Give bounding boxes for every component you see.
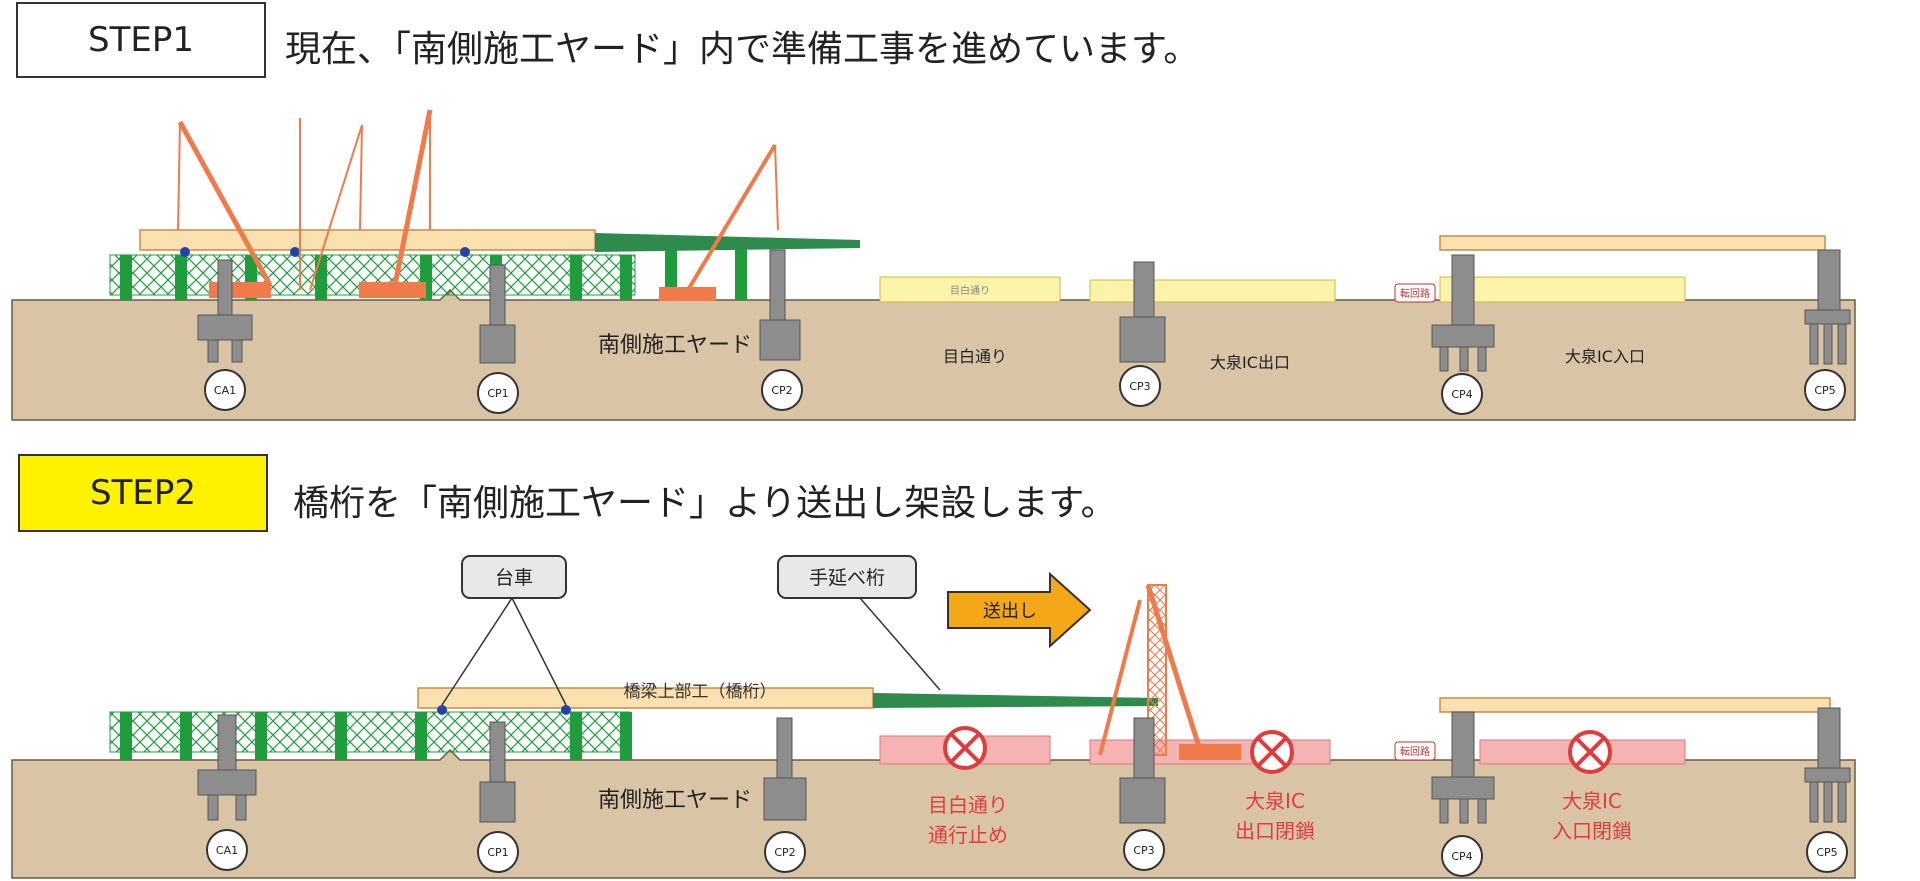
step1-panel: 目白通り 転回路	[11, 109, 1856, 421]
step2-panel: 転回路	[11, 555, 1856, 879]
step2-callout-extension-box	[777, 555, 917, 599]
step1-pier-cp5: CP5	[1804, 369, 1846, 411]
step2-piers	[197, 707, 1851, 824]
step1-girder-right	[1439, 235, 1826, 251]
step2-pier-markers: CA1 CP1 CP2 CP3 CP4 CP5	[206, 829, 1848, 877]
step1-pier-cp3: CP3	[1119, 365, 1161, 407]
svg-text:CP3: CP3	[1129, 380, 1150, 393]
step1-road-oizumi-entrance: 大泉IC入口	[1565, 347, 1645, 366]
no-entry-icon	[943, 726, 987, 770]
step2-detour: 転回路	[1400, 745, 1430, 758]
step2-description: 橋桁を「南側施工ヤード」より送出し架設します。	[293, 483, 1117, 524]
step1-piers	[197, 249, 1851, 372]
svg-text:CA1: CA1	[214, 384, 236, 397]
step2-pier-cp3: CP3	[1123, 829, 1165, 871]
step2-closure-meijiro-line2: 通行止め	[928, 823, 1008, 847]
no-entry-icon	[1568, 730, 1612, 774]
step2-pier-ca1: CA1	[206, 829, 248, 871]
step1-pier-ca1: CA1	[204, 369, 246, 411]
step1-yard-label: 南側施工ヤード	[598, 333, 752, 358]
step1-cranes	[177, 109, 779, 301]
step1-label: STEP1	[88, 20, 194, 60]
step2-girder-label: 橋梁上部工（橋桁）	[624, 682, 777, 702]
step2-label: STEP2	[90, 473, 196, 513]
svg-text:CP2: CP2	[771, 384, 792, 397]
no-entry-icon	[1250, 730, 1294, 774]
step2-callout-dolly: 台車	[495, 567, 533, 589]
step1-road-meijiro-block	[879, 276, 1061, 303]
svg-text:CP1: CP1	[487, 846, 508, 859]
step2-crane	[1098, 584, 1241, 760]
step2-push-arrow-label: 送出し	[983, 601, 1037, 622]
step2-pier-cp2: CP2	[764, 831, 806, 873]
step1-description: 現在、「南側施工ヤード」内で準備工事を進めています。	[285, 29, 1200, 70]
step2-yard-label: 南側施工ヤード	[598, 788, 752, 813]
step1-road-entrance-block	[1439, 276, 1686, 303]
step2-detour-box	[1394, 741, 1436, 761]
step2-launch-nose	[873, 693, 1158, 708]
step1-pier-cp4: CP4	[1441, 373, 1483, 415]
step1-pier-markers: CA1 CP1 CP2 CP3 CP4 CP5	[204, 365, 1846, 415]
arrow-right-icon	[947, 571, 1092, 649]
step1-detour: 転回路	[1400, 287, 1430, 300]
step2-callout-extension: 手延べ桁	[809, 567, 885, 589]
step2-scaffold-posts	[120, 712, 632, 760]
svg-text:CP4: CP4	[1451, 850, 1472, 863]
step1-pier-cp2: CP2	[761, 369, 803, 411]
step2-closure-entrance-line1: 大泉IC	[1562, 789, 1622, 813]
step2-label-box: STEP2	[18, 454, 268, 532]
step2-callout-lines	[441, 597, 941, 706]
step1-label-box: STEP1	[16, 2, 266, 78]
step2-closure-exit-line1: 大泉IC	[1245, 789, 1305, 813]
step2-pier-cp5: CP5	[1806, 831, 1848, 873]
step1-dollies	[180, 247, 470, 257]
step2-closure-exit-line2: 出口閉鎖	[1235, 819, 1315, 843]
svg-text:CP2: CP2	[774, 846, 795, 859]
svg-text:CP3: CP3	[1133, 844, 1154, 857]
step1-road-meijiro: 目白通り	[943, 347, 1007, 366]
step2-pier-cp4: CP4	[1441, 835, 1483, 877]
step1-launch-nose	[595, 233, 860, 252]
step1-road-oizumi-exit: 大泉IC出口	[1210, 353, 1290, 372]
step2-scaffold	[109, 711, 631, 753]
step1-girder	[139, 229, 596, 251]
step1-road-meijiro-small: 目白通り	[950, 284, 990, 297]
step2-closure-meijiro-line1: 目白通り	[928, 793, 1008, 817]
svg-text:CP4: CP4	[1451, 388, 1472, 401]
step1-detour-box	[1394, 283, 1436, 303]
step2-pier-cp1: CP1	[477, 831, 519, 873]
svg-text:CP5: CP5	[1814, 384, 1835, 397]
step2-girder-right	[1439, 697, 1831, 713]
step1-pier-cp1: CP1	[477, 372, 519, 414]
step2-closure-entrance-line2: 入口閉鎖	[1552, 819, 1632, 843]
step2-dollies	[437, 705, 571, 715]
step2-callout-dolly-box	[461, 555, 567, 599]
svg-text:CP5: CP5	[1816, 846, 1837, 859]
step1-road-exit-block	[1089, 279, 1336, 303]
svg-text:CP1: CP1	[487, 387, 508, 400]
svg-text:CA1: CA1	[216, 844, 238, 857]
